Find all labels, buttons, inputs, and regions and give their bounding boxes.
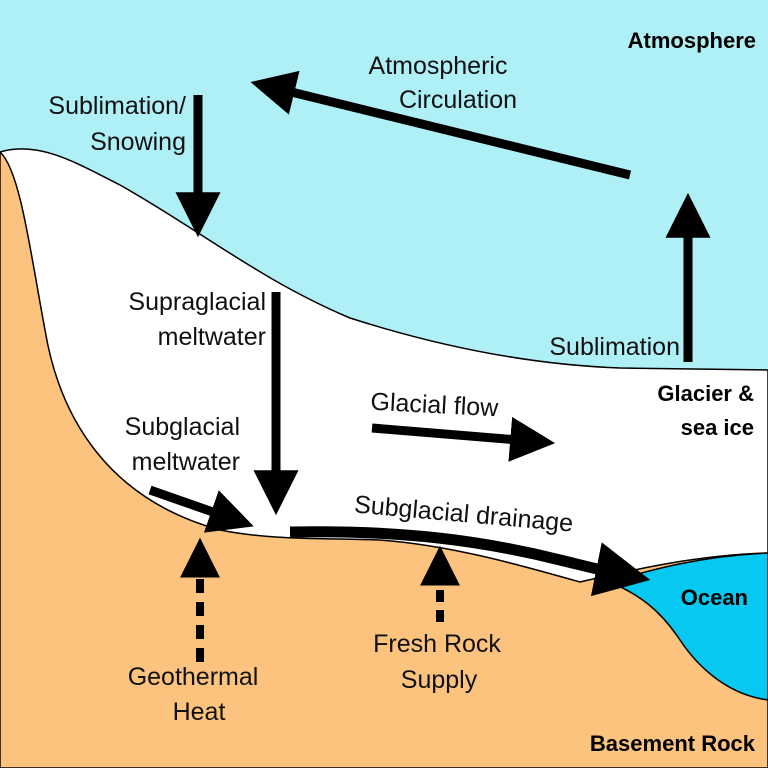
fresh-rock-supply-label-2: Supply: [401, 666, 478, 694]
atmospheric-circulation-label-1: Atmospheric: [369, 52, 508, 80]
ocean-label: Ocean: [681, 585, 748, 610]
fresh-rock-supply-label-1: Fresh Rock: [373, 630, 501, 658]
subglacial-meltwater-arrow: [148, 485, 254, 533]
geothermal-heat-label-1: Geothermal: [128, 663, 259, 691]
glacial-flow-label: Glacial flow: [370, 388, 500, 423]
sublimation-snowing-label-2: Snowing: [90, 128, 186, 156]
sublimation-snowing-label-1: Sublimation/: [48, 92, 186, 120]
subglacial-meltwater-label-2: meltwater: [132, 448, 240, 476]
atmospheric-circulation-arrow: [250, 70, 632, 180]
glacier-label-line1: Glacier &: [657, 381, 754, 406]
supraglacial-label-1: Supraglacial: [128, 288, 266, 316]
atmosphere-label: Atmosphere: [628, 28, 756, 53]
glacier-label-line2: sea ice: [681, 415, 754, 440]
basement-rock-label: Basement Rock: [590, 731, 756, 756]
subglacial-drainage-arrow: [289, 526, 651, 597]
sublimation-label: Sublimation: [549, 333, 680, 361]
glacial-flow-arrow: [371, 416, 556, 462]
supraglacial-label-2: meltwater: [158, 323, 266, 351]
geothermal-heat-label-2: Heat: [173, 698, 226, 726]
subglacial-meltwater-label-1: Subglacial: [125, 413, 240, 441]
atmospheric-circulation-label-2: Circulation: [399, 86, 517, 114]
